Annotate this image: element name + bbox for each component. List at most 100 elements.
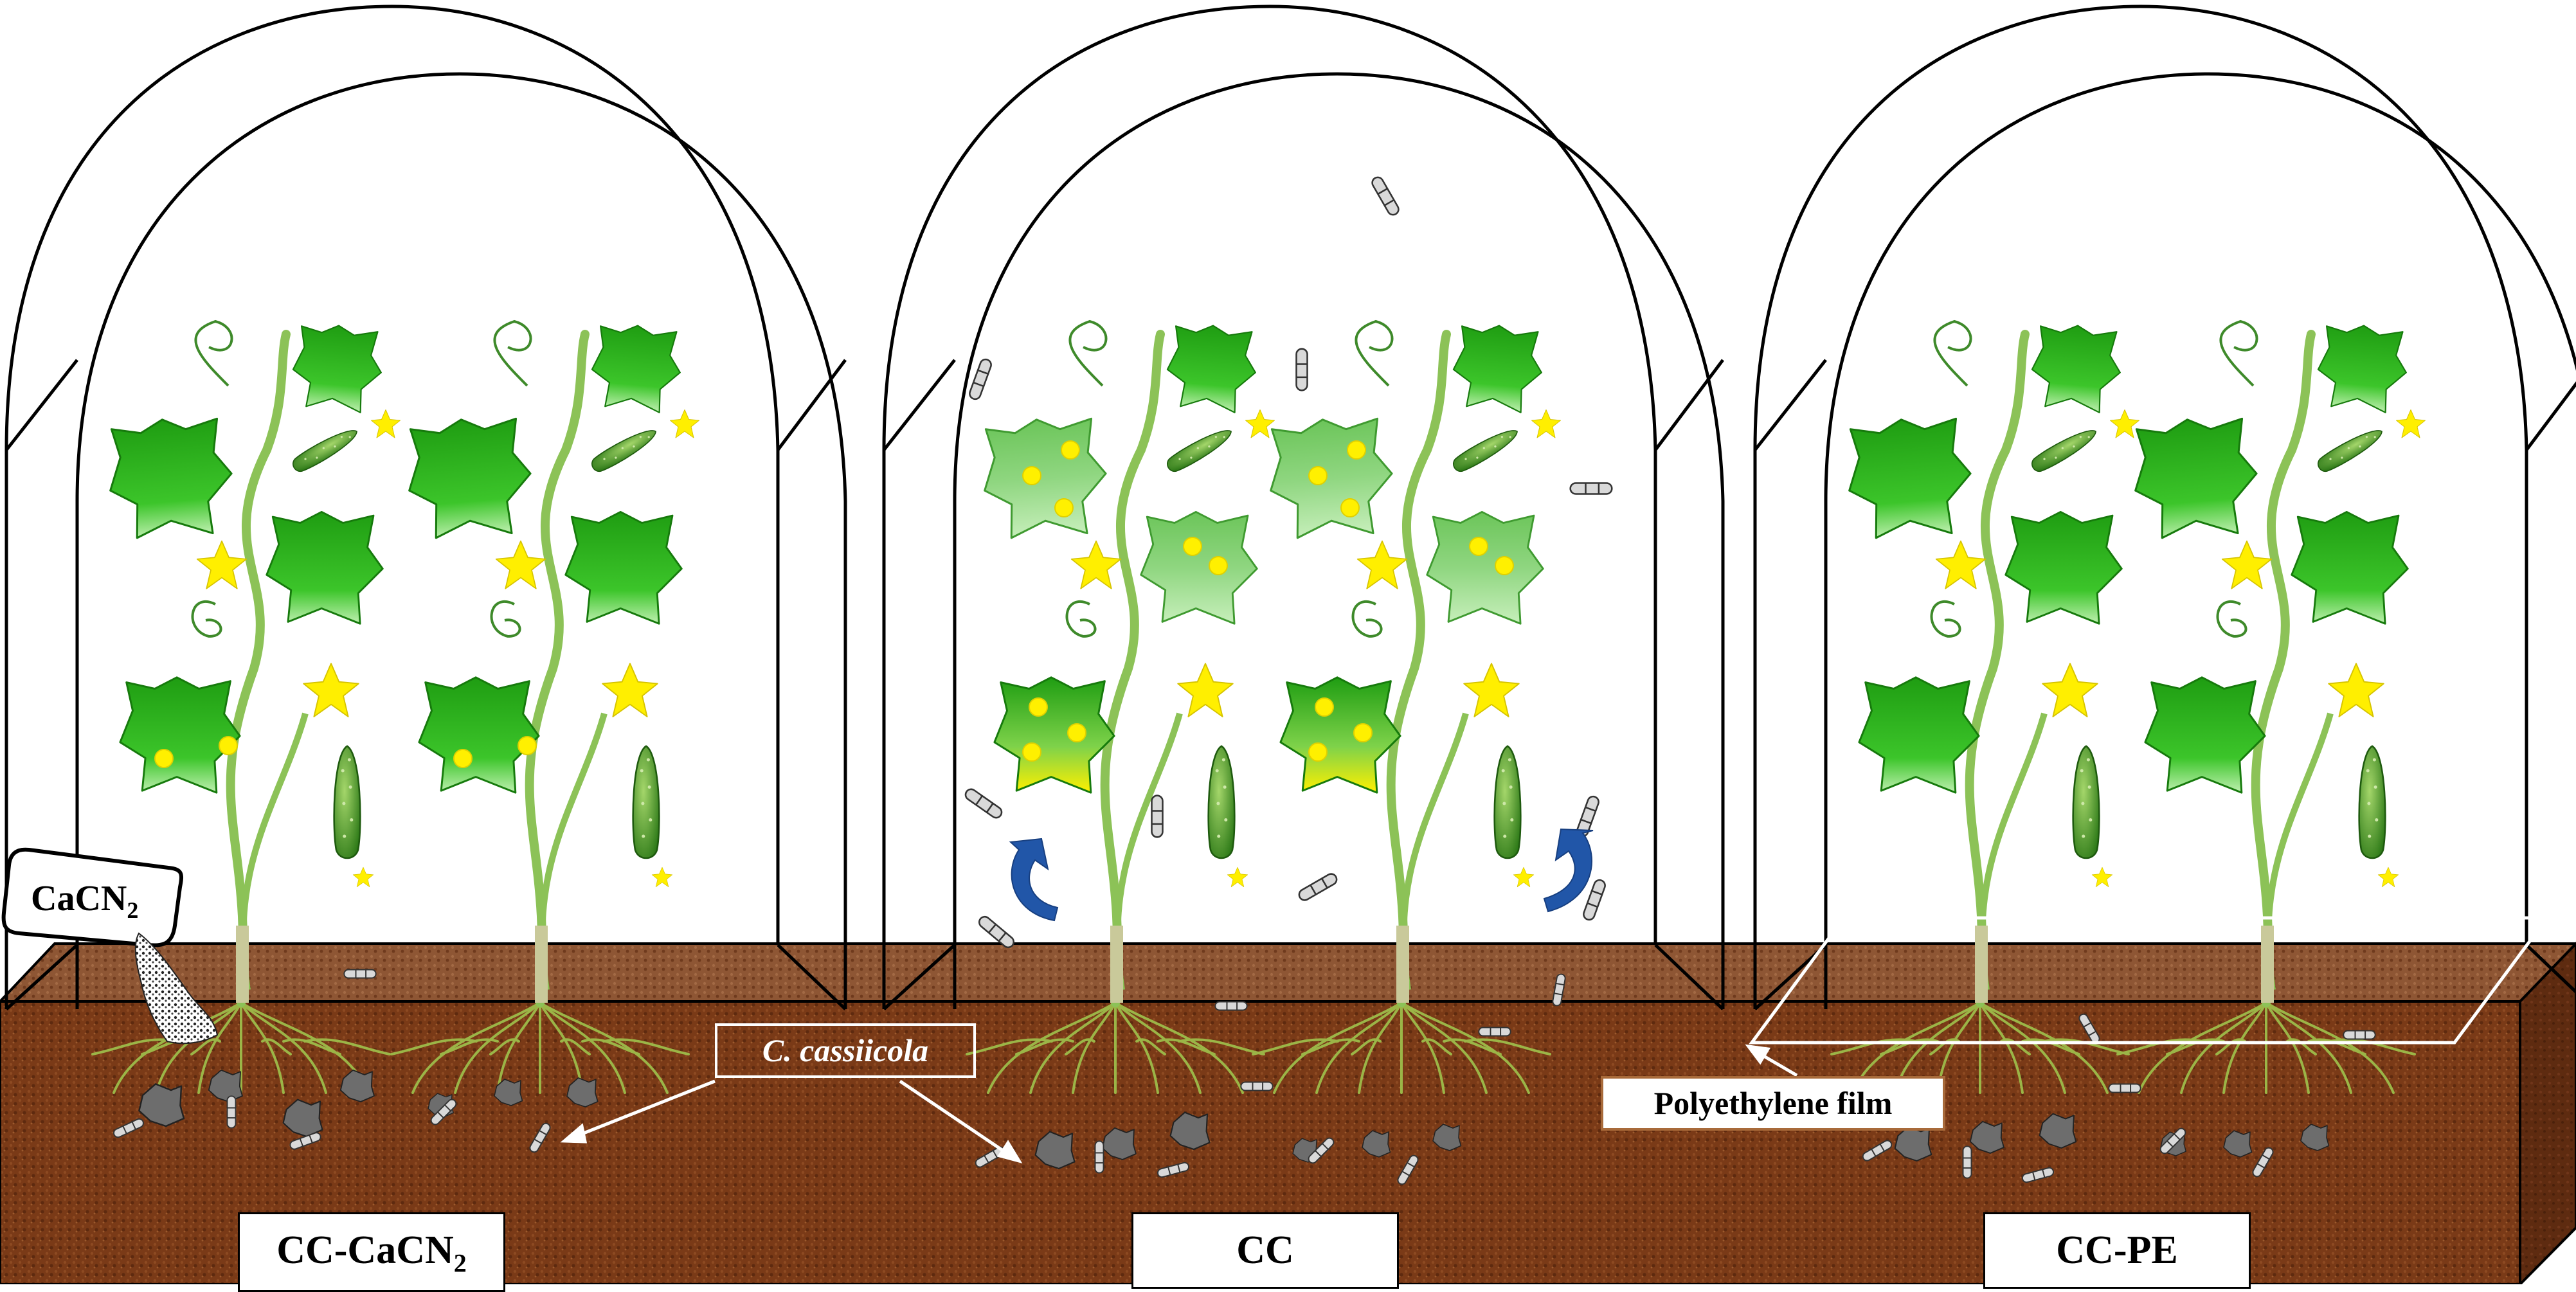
leaf: [1279, 676, 1401, 794]
tunnel-back-arch: [5, 4, 780, 1009]
pathogen-spore: [2108, 1083, 2141, 1093]
tendril: [1065, 600, 1097, 638]
root: [1351, 1001, 1403, 1094]
lesion-spot: [154, 749, 174, 768]
leaf: [289, 321, 386, 415]
pathogen-spore: [962, 786, 1005, 821]
tendril: [194, 319, 233, 387]
root: [190, 1001, 242, 1094]
cucumber-fruit: [2028, 423, 2101, 476]
flower: [670, 409, 699, 438]
lesion-spot: [1308, 466, 1328, 485]
lesion-spot: [1067, 723, 1086, 742]
tunnel-edge: [883, 359, 956, 451]
pathogen-spore: [1295, 348, 1308, 391]
leaf: [2129, 413, 2263, 543]
tunnel-cc-cacn2: [5, 4, 847, 1010]
leaf: [402, 413, 537, 543]
cucumber-plant: [978, 319, 1275, 1007]
leaf: [2314, 321, 2411, 415]
tendril: [493, 319, 532, 387]
cucumber-fruit: [333, 745, 361, 859]
tunnel-front-arch: [953, 72, 1725, 1009]
panel-label-cc: CC: [1131, 1212, 1399, 1289]
tunnel-cc: [882, 4, 1725, 1010]
root: [390, 1001, 541, 1094]
leaf: [1163, 321, 1260, 415]
pathogen-spore: [343, 969, 377, 979]
root: [1301, 1001, 1403, 1094]
tunnel-edge: [1654, 359, 1724, 451]
pathogen-spore: [1214, 1001, 1248, 1011]
leaf: [104, 413, 238, 543]
greenhouse-tunnels: [5, 4, 2576, 1010]
root: [1015, 1001, 1117, 1094]
root: [1065, 1001, 1117, 1094]
lesion-spot: [1347, 440, 1366, 460]
curved-arrow-right: [1543, 828, 1594, 913]
lesion-spot: [1340, 498, 1360, 517]
plant-stem: [525, 330, 590, 1007]
tunnel-edge: [5, 944, 78, 1010]
leaf: [119, 676, 241, 794]
plant-stem: [1100, 330, 1165, 1007]
tunnel-edge: [5, 359, 78, 451]
tunnel-edge: [883, 944, 956, 1010]
cucumber-plant: [1264, 319, 1561, 1007]
spore-splash-arrows: [1009, 828, 1594, 922]
leaf: [1842, 413, 1977, 543]
stem-base: [2261, 926, 2274, 1003]
flower: [602, 663, 658, 717]
lesion-spot: [518, 736, 537, 755]
tunnel-front-arch: [1824, 72, 2576, 1009]
flower: [2221, 540, 2273, 589]
lesion-spot: [1209, 556, 1228, 575]
pathogen-spore: [1478, 1027, 1511, 1037]
pathogen-spore: [1151, 794, 1164, 838]
cucumber-fruit: [1449, 423, 1522, 476]
flower: [495, 540, 546, 589]
leaf: [564, 510, 683, 625]
tunnel-edge: [1754, 359, 1827, 451]
tendril: [1355, 319, 1394, 387]
flower: [651, 866, 673, 888]
root: [1114, 1001, 1265, 1094]
leaf: [993, 676, 1115, 794]
lesion-spot: [1022, 742, 1041, 762]
leaf: [2144, 676, 2266, 794]
root: [240, 1001, 292, 1094]
leaf: [418, 676, 540, 794]
lesion-spot: [1353, 723, 1373, 742]
pathogen-pointer-arrows: [560, 1044, 1798, 1164]
flower: [1463, 663, 1520, 717]
stem-base: [1110, 926, 1123, 1003]
tendril: [1930, 600, 1961, 638]
polyethylene-film-sheet: [1749, 916, 2550, 1045]
cucumber-plant: [1842, 319, 2139, 1007]
tunnel-front-arch: [75, 72, 847, 1009]
tendril: [1351, 600, 1383, 638]
flower: [2396, 409, 2426, 438]
pathogen-spore: [1369, 174, 1401, 218]
flower: [2042, 663, 2098, 717]
lesion-spot: [219, 736, 238, 755]
cacn2-bag: [1, 847, 219, 1045]
cucumber-fruit: [289, 423, 362, 476]
tunnel-edge: [2525, 944, 2576, 994]
leaf: [978, 413, 1112, 543]
flower: [2328, 663, 2384, 717]
flower: [303, 663, 359, 717]
cucumber-fruit: [1163, 423, 1236, 476]
lesion-spot: [1029, 697, 1048, 717]
curved-arrow-left: [1009, 838, 1059, 922]
tunnel-edge: [1654, 944, 1724, 1010]
root: [1252, 1001, 1403, 1094]
cucumber-fruit: [2072, 745, 2100, 859]
root: [440, 1001, 541, 1094]
plant-stem: [226, 330, 291, 1007]
tunnel-back-arch: [882, 4, 1657, 1009]
pathogen-spore: [1569, 482, 1613, 495]
film-label: Polyethylene film: [1601, 1076, 1945, 1131]
tendril: [2219, 319, 2258, 387]
